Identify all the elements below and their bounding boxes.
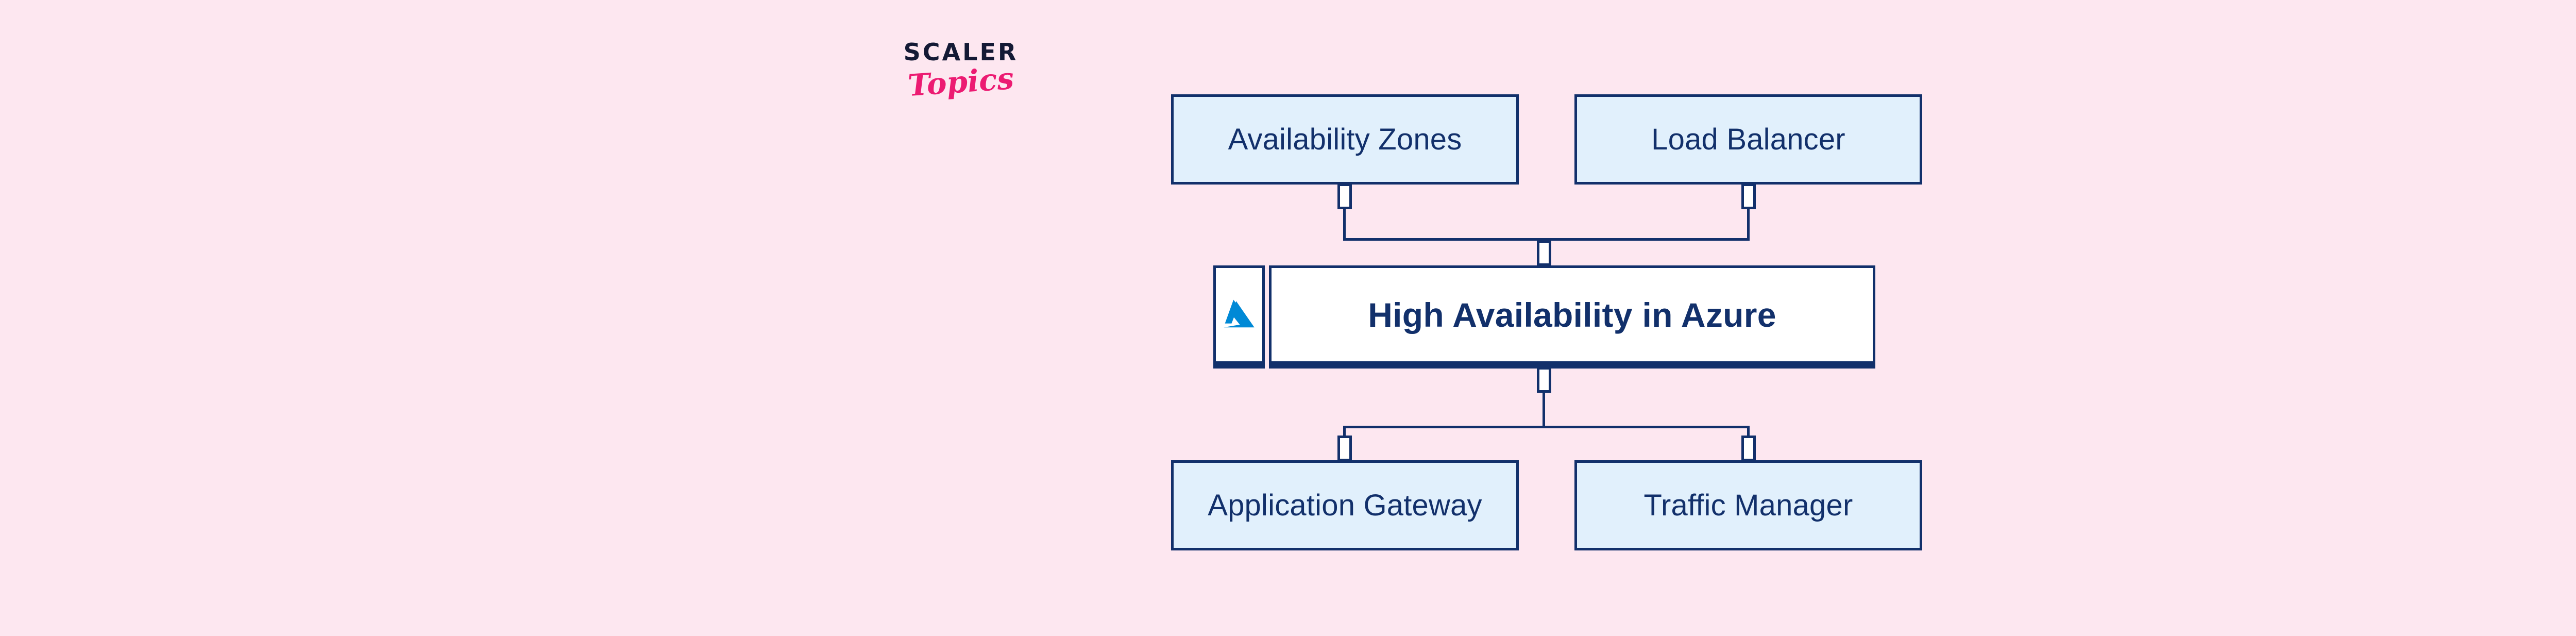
- connector-bus-bottom: [1343, 426, 1750, 428]
- node-traffic-manager[interactable]: Traffic Manager: [1574, 460, 1922, 550]
- logo-wordmark-topics: Topics: [907, 60, 1015, 104]
- connector-stub-traffic-manager: [1741, 436, 1756, 461]
- node-label: Load Balancer: [1651, 123, 1845, 156]
- node-availability-zones[interactable]: Availability Zones: [1171, 94, 1519, 185]
- center-title-container: High Availability in Azure: [1269, 265, 1875, 369]
- connector-stub-availability-zones: [1337, 183, 1352, 209]
- connector-stub-center-top: [1537, 240, 1551, 266]
- node-label: Availability Zones: [1228, 123, 1462, 156]
- connector-line-lb-vertical: [1747, 208, 1750, 239]
- center-node-label: High Availability in Azure: [1368, 295, 1776, 334]
- connector-stub-load-balancer: [1741, 183, 1756, 209]
- node-high-availability-in-azure[interactable]: High Availability in Azure: [1213, 265, 1875, 369]
- node-load-balancer[interactable]: Load Balancer: [1574, 94, 1922, 185]
- node-label: Application Gateway: [1208, 489, 1482, 522]
- node-application-gateway[interactable]: Application Gateway: [1171, 460, 1519, 550]
- azure-logo-container: [1213, 265, 1265, 369]
- connector-line-center-bottom: [1543, 392, 1545, 427]
- connector-stub-center-bottom: [1537, 367, 1551, 393]
- connector-stub-application-gateway: [1337, 436, 1352, 461]
- logo-wordmark-scaler: SCALER: [903, 38, 1019, 66]
- node-label: Traffic Manager: [1643, 489, 1853, 522]
- scaler-topics-logo: SCALER Topics: [876, 40, 1046, 128]
- azure-logo-icon: [1221, 296, 1258, 333]
- connector-line-az-vertical: [1343, 208, 1346, 239]
- connector-bus-top: [1343, 238, 1750, 241]
